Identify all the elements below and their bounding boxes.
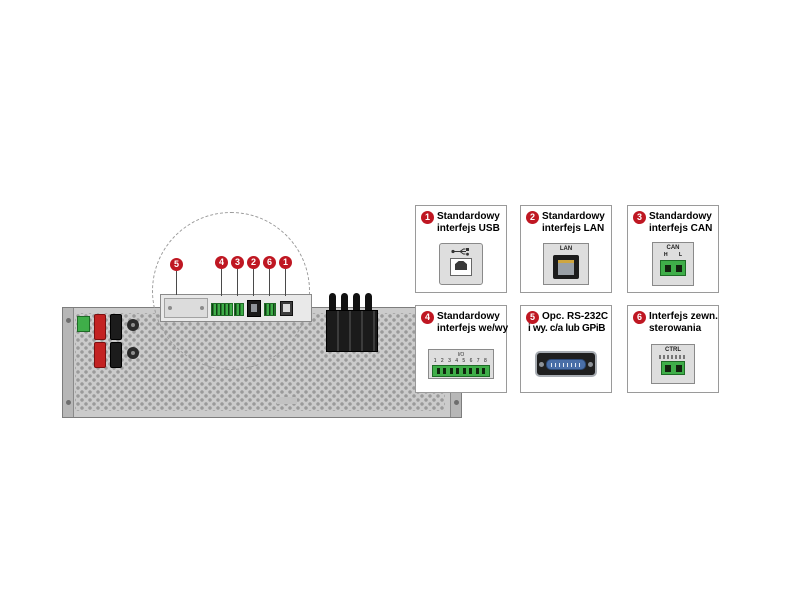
dc-output-negative-post (110, 342, 122, 368)
info-title-line2: i wy. c/a lub GPiB (528, 323, 606, 334)
info-title-line1: Interfejs zewn. (649, 311, 718, 322)
pin-labels: H L (663, 252, 683, 258)
info-title-line1: Standardowy (437, 211, 500, 222)
ctrl-terminal-block (661, 361, 685, 375)
io-port-image: I/O 1 2 3 4 5 6 7 8 (428, 349, 494, 379)
info-box-lan: 2 Standardowy interfejs LAN LAN (520, 205, 612, 293)
binding-knob (127, 347, 139, 359)
option-slot-cover (164, 298, 208, 318)
info-badge: 5 (526, 311, 539, 324)
info-box-usb: 1 Standardowy interfejs USB (415, 205, 507, 293)
callout-3: 3 (231, 256, 244, 269)
info-title-line1: Standardowy (437, 311, 500, 322)
info-title-line2: interfejs CAN (649, 223, 713, 234)
callout-2: 2 (247, 256, 260, 269)
ce-marking (277, 397, 297, 404)
port-label: CTRL (665, 347, 681, 353)
info-title-line2: interfejs we/wy (437, 323, 509, 334)
cable-stub (353, 293, 360, 310)
io-terminal-block (432, 365, 490, 377)
screw-icon (66, 318, 71, 323)
magnifier-circle (152, 212, 310, 370)
info-box-gpib: 5 Opc. RS-232C i wy. c/a lub GPiB (520, 305, 612, 393)
port-label: I/O (457, 352, 465, 358)
can-terminal (234, 303, 244, 316)
dc-output-positive-post (94, 314, 106, 340)
io-terminal (211, 303, 233, 316)
leader-line (221, 269, 222, 296)
callout-5: 5 (170, 258, 183, 271)
port-label: LAN (559, 246, 573, 252)
info-box-ctrl: 6 Interfejs zewn. sterowania CTRL (627, 305, 719, 393)
port-label: CAN (666, 245, 680, 251)
lan-jack (247, 300, 261, 317)
ctrl-terminal (264, 303, 276, 316)
info-badge: 6 (633, 311, 646, 324)
info-title-line2: interfejs LAN (542, 223, 605, 234)
info-title-line1: Opc. RS-232C (542, 311, 609, 322)
interface-strip (160, 294, 312, 322)
leader-line (176, 271, 177, 295)
callout-1: 1 (279, 256, 292, 269)
binding-knob (127, 319, 139, 331)
dc-output-negative-post (110, 314, 122, 340)
lan-port-image: LAN (543, 243, 589, 285)
gpib-connector-image (535, 351, 597, 377)
info-badge: 1 (421, 211, 434, 224)
usb-port (280, 301, 293, 316)
info-box-can: 3 Standardowy interfejs CAN CAN H L (627, 205, 719, 293)
info-badge: 3 (633, 211, 646, 224)
gpib-blue-insert (546, 358, 586, 370)
usb-b-socket (450, 258, 472, 276)
dc-output-positive-post (94, 342, 106, 368)
cable-stub (329, 293, 336, 310)
info-title-line1: Standardowy (542, 211, 605, 222)
leader-line (269, 269, 270, 296)
screw-icon (454, 400, 459, 405)
rj45-jack (553, 255, 579, 279)
info-title-line2: interfejs USB (437, 223, 500, 234)
leader-line (285, 269, 286, 296)
usb-port-image (439, 243, 483, 285)
ctrl-port-image: CTRL (651, 344, 695, 384)
cable-stub (341, 293, 348, 310)
callout-4: 4 (215, 256, 228, 269)
info-title-line1: Standardowy (649, 211, 712, 222)
pin-numbers: 1 2 3 4 5 6 7 8 (433, 358, 489, 364)
info-box-io: 4 Standardowy interfejs we/wy I/O 1 2 3 … (415, 305, 509, 393)
sense-terminal (77, 316, 90, 332)
callout-6: 6 (263, 256, 276, 269)
can-port-image: CAN H L (652, 242, 694, 286)
info-badge: 2 (526, 211, 539, 224)
ctrl-pin-markings (659, 355, 687, 359)
info-badge: 4 (421, 311, 434, 324)
left-mounting-bracket (63, 308, 74, 417)
leader-line (253, 269, 254, 296)
usb-trident-icon (451, 248, 469, 256)
info-title-line2: sterowania (649, 323, 702, 334)
can-terminal-block (660, 260, 686, 276)
ac-input-terminal-block (326, 310, 378, 352)
cable-stub (365, 293, 372, 310)
leader-line (237, 269, 238, 296)
screw-icon (66, 400, 71, 405)
